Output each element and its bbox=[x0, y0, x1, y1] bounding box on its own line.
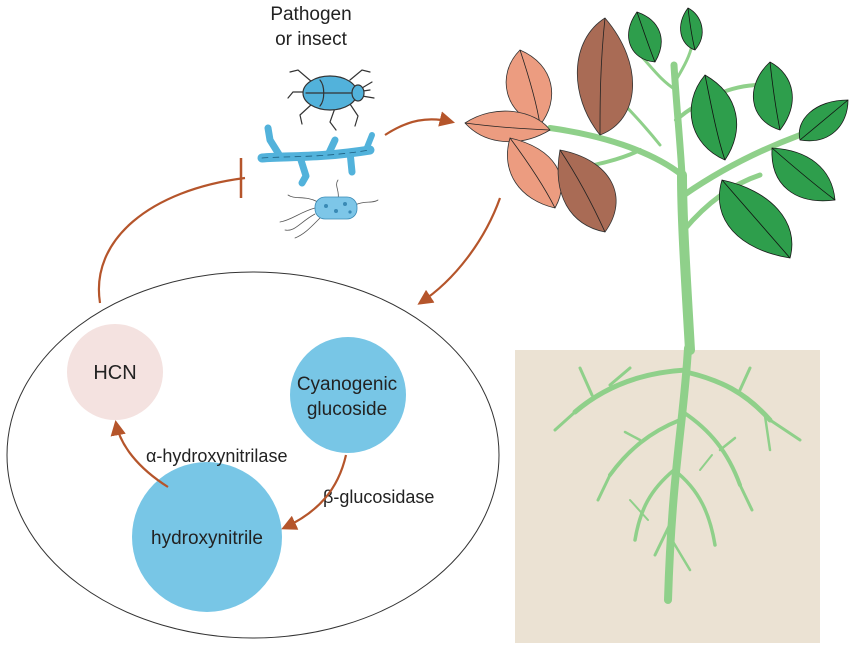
beetle-icon bbox=[287, 69, 375, 131]
arrow-pathogen-to-plant bbox=[384, 111, 455, 136]
inhibition-arc bbox=[97, 176, 246, 304]
arrow-glucoside-to-hydroxynitrile bbox=[281, 454, 348, 530]
hcn-label: HCN bbox=[93, 362, 136, 384]
damaged-leaves bbox=[464, 17, 634, 233]
beta-glucosidase-label: β-glucosidase bbox=[323, 487, 434, 507]
leaf-green-upper-right bbox=[752, 61, 793, 131]
plant-stem bbox=[547, 43, 803, 355]
cyanogenic-label-line2: glucoside bbox=[307, 399, 387, 420]
leaf-green-top-left bbox=[628, 11, 662, 63]
leaf-brown-top bbox=[576, 17, 634, 136]
arrow-hydroxynitrile-to-hcn bbox=[110, 419, 169, 488]
alpha-hydroxynitrilase-label: α-hydroxynitrilase bbox=[146, 446, 287, 466]
cyanogenic-glucoside-node bbox=[290, 337, 406, 453]
plant-roots bbox=[553, 344, 802, 604]
bacterium-icon bbox=[279, 179, 379, 239]
pathogen-label-line2: or insect bbox=[275, 29, 348, 50]
arrow-plant-to-cell bbox=[417, 197, 502, 305]
hydroxynitrile-label: hydroxynitrile bbox=[151, 528, 263, 549]
healthy-leaves bbox=[628, 7, 849, 259]
pathogen-label-line1: Pathogen bbox=[270, 4, 351, 25]
cyanogenic-label-line1: Cyanogenic bbox=[297, 374, 397, 395]
fungal-hypha-icon bbox=[257, 124, 375, 187]
hcn-node bbox=[67, 324, 163, 420]
hydroxynitrile-node bbox=[132, 462, 282, 612]
leaf-green-top-right bbox=[680, 7, 703, 51]
